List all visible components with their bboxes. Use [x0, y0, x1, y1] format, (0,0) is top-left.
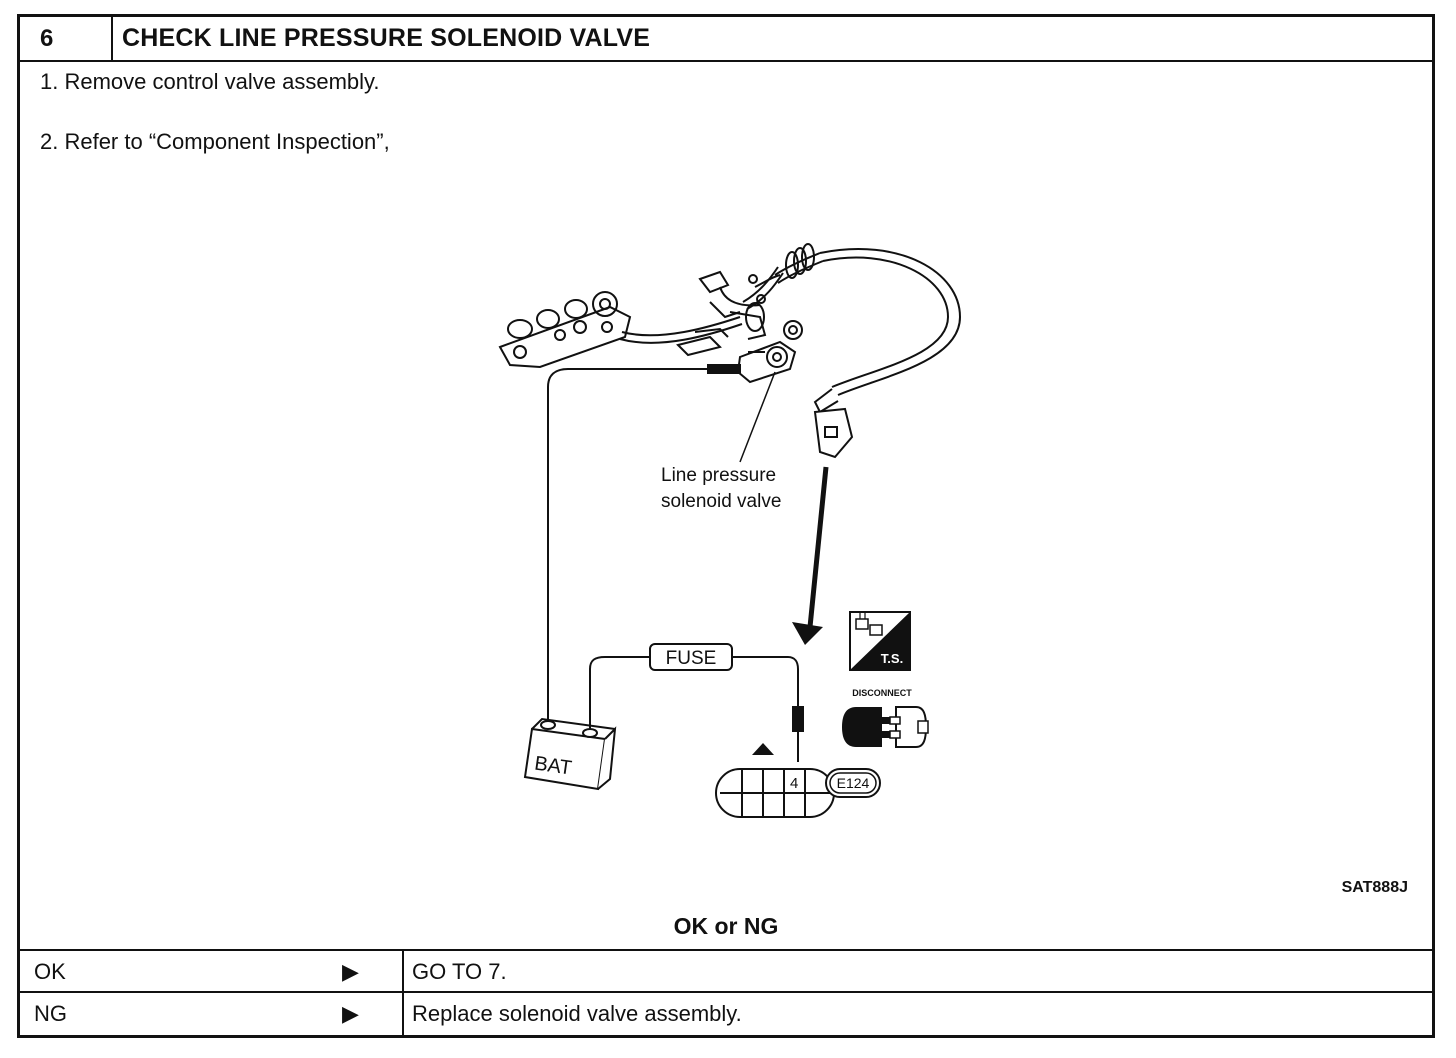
battery-symbol: BAT — [523, 717, 617, 791]
result-action: Replace solenoid valve assembly. — [412, 1001, 742, 1026]
result-key: NG — [34, 1001, 67, 1026]
callout-line-1: Line pressure — [661, 465, 776, 486]
result-table: OK ▶ GO TO 7. NG ▶ Replace solenoid valv… — [20, 949, 1432, 1035]
inspection-step-frame: 6 CHECK LINE PRESSURE SOLENOID VALVE 1. … — [17, 14, 1435, 1038]
arrow-right-icon: ▶ — [342, 1001, 359, 1026]
connector-code-badge: E124 — [825, 768, 881, 798]
instruction-1: 1. Remove control valve assembly. — [40, 69, 380, 94]
step-title: CHECK LINE PRESSURE SOLENOID VALVE — [122, 24, 651, 52]
column-divider — [402, 951, 404, 991]
wire-harness-illustration — [774, 243, 962, 459]
step-header: 6 CHECK LINE PRESSURE SOLENOID VALVE — [20, 17, 1432, 62]
column-divider — [402, 993, 404, 1035]
instruction-2: 2. Refer to “Component Inspection”, — [40, 129, 390, 154]
result-title: OK or NG — [673, 913, 779, 939]
ts-badge-label: T.S. — [881, 651, 903, 666]
step-number: 6 — [20, 17, 113, 60]
result-key: OK — [34, 959, 66, 984]
result-action: GO TO 7. — [412, 959, 507, 984]
disconnect-label: DISCONNECT — [852, 688, 912, 698]
callout-leader-line — [739, 371, 776, 463]
battery-positive-wire — [589, 656, 650, 739]
callout-line-2: solenoid valve — [661, 491, 781, 512]
battery-negative-wire — [547, 368, 710, 729]
arrow-right-icon: ▶ — [342, 959, 359, 984]
connector-face-symbol: 4 — [715, 743, 835, 818]
result-row-ng: NG ▶ Replace solenoid valve assembly. — [20, 993, 1432, 1035]
connector-pointer-arrow — [792, 466, 829, 645]
battery-label: BAT — [533, 753, 573, 780]
result-row-ok: OK ▶ GO TO 7. — [20, 951, 1432, 993]
figure-code: SAT888J — [1341, 879, 1408, 896]
solenoid-probe-clip — [707, 364, 741, 374]
connector-code: E124 — [837, 775, 870, 791]
fuse-symbol: FUSE — [649, 643, 733, 671]
fuse-label: FUSE — [666, 648, 717, 669]
terminal-number: 4 — [790, 775, 798, 792]
disconnect-icon: DISCONNECT — [842, 688, 929, 748]
control-valve-body-illustration — [498, 266, 803, 384]
ts-badge-icon: T.S. — [849, 611, 911, 671]
connector-probe — [792, 706, 804, 732]
fuse-to-terminal-wire — [732, 656, 799, 707]
solenoid-test-diagram: Line pressure solenoid valve FUSE BAT — [498, 243, 962, 818]
